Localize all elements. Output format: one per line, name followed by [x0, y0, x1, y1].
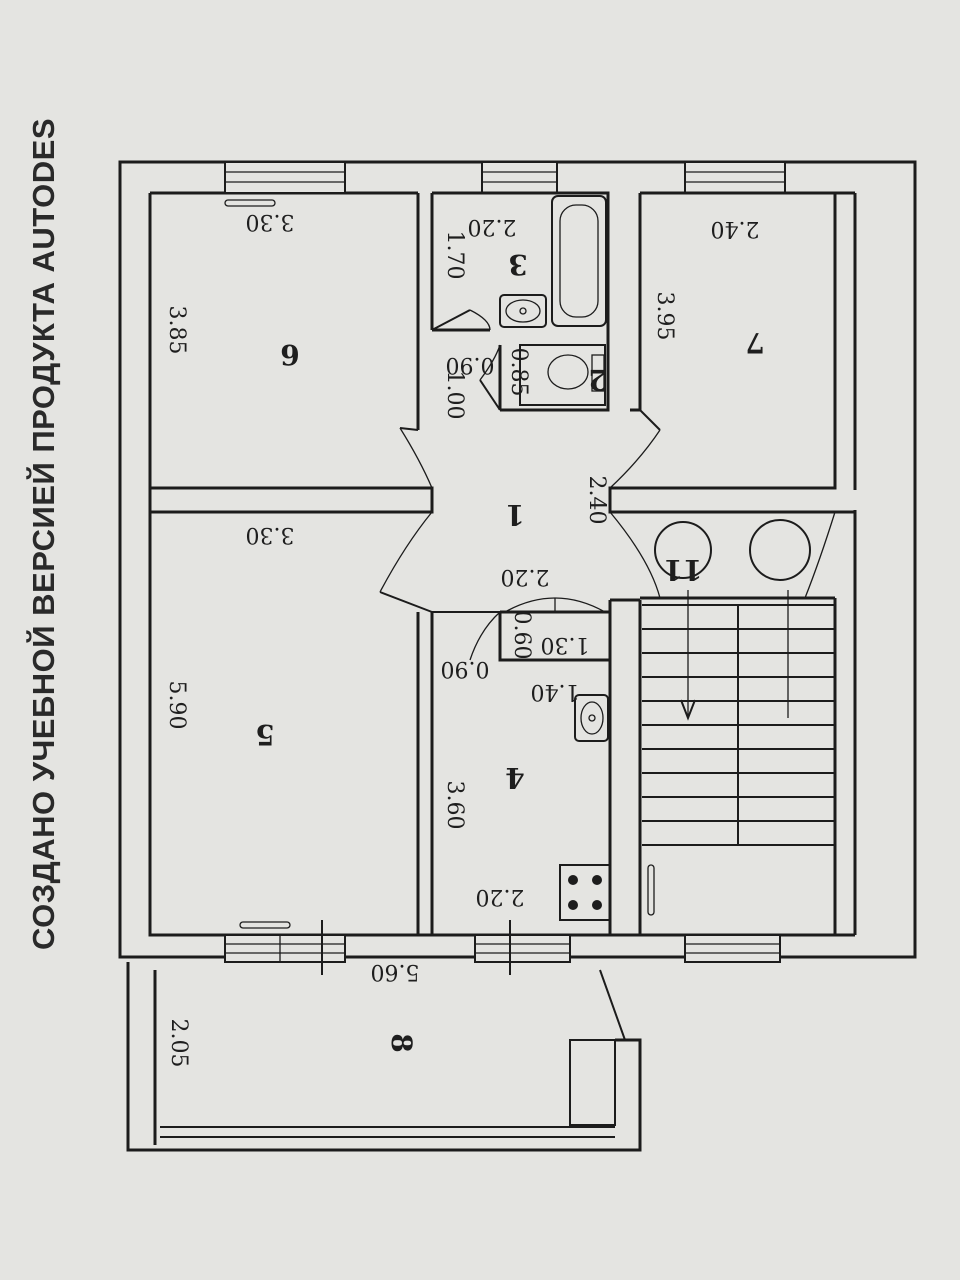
door-corridor — [432, 611, 501, 661]
window-bottom-room4 — [474, 920, 571, 975]
dim-balcony-length: 5.60 — [371, 959, 420, 984]
stair-treads — [642, 604, 835, 822]
interior-walls — [150, 191, 857, 935]
dim-room3-width: 2.20 — [468, 214, 517, 239]
room-label-1: 1 — [505, 498, 524, 531]
door-bathroom — [431, 309, 491, 331]
window-top-room6 — [224, 161, 346, 194]
dim-room7-length: 3.95 — [652, 292, 677, 341]
room-label-5: 5 — [255, 718, 274, 751]
stove — [559, 864, 611, 921]
dim-room4-width: 2.20 — [476, 884, 525, 909]
room-label-7: 7 — [745, 326, 764, 359]
washbasin-bathroom — [499, 294, 547, 328]
room-label-2: 2 — [588, 363, 607, 396]
balcony — [126, 962, 642, 1152]
room-label-8: 8 — [385, 1033, 418, 1052]
window-bottom-room5 — [224, 920, 346, 975]
radiators — [224, 199, 655, 929]
toilet — [519, 344, 606, 406]
door-wc — [479, 344, 502, 411]
window-top-room3 — [481, 161, 558, 194]
dim-closet-length: 1.30 — [541, 632, 590, 657]
window-top-room7 — [684, 161, 786, 194]
dim-room5-length: 5.90 — [164, 681, 189, 730]
dim-corridor-width: 0.90 — [441, 656, 490, 681]
room-label-6: 6 — [280, 338, 299, 371]
dim-corridor-length: 1.40 — [531, 679, 580, 704]
room-label-3: 3 — [508, 248, 527, 281]
dim-room4-length: 3.60 — [442, 781, 467, 830]
dim-room6-width: 3.30 — [246, 209, 295, 234]
door-stair — [609, 511, 836, 599]
room-labels: 1 2 3 4 5 6 7 8 11 — [255, 248, 764, 1053]
dim-closet-width: 0.60 — [509, 611, 534, 660]
dim-room2-width: 0.85 — [506, 348, 531, 397]
dim-balcony-width: 2.05 — [166, 1019, 191, 1068]
dim-room3-length: 1.70 — [442, 231, 467, 280]
bathtub — [551, 195, 607, 327]
dim-room6-length: 3.85 — [164, 306, 189, 355]
dim-hall-length: 2.20 — [501, 564, 550, 589]
door-closet — [504, 597, 606, 613]
dim-room7-width: 2.40 — [711, 216, 760, 241]
dimension-labels: 3.30 3.85 3.30 5.90 2.20 1.70 0.90 0.85 … — [164, 209, 759, 1067]
shafts — [654, 519, 811, 581]
dim-room2-length: 0.90 — [446, 352, 495, 377]
room-label-11: 11 — [664, 553, 703, 586]
dim-room5-width: 3.30 — [246, 522, 295, 547]
room-label-4: 4 — [505, 761, 524, 794]
door-room6 — [399, 427, 433, 489]
kitchen-sink — [574, 694, 609, 742]
door-room7 — [609, 409, 661, 489]
dim-hall-door-width: 1.00 — [442, 371, 467, 420]
door-room5 — [379, 511, 433, 613]
window-bottom-stair — [684, 934, 781, 963]
dim-hall-width: 2.40 — [584, 476, 609, 525]
